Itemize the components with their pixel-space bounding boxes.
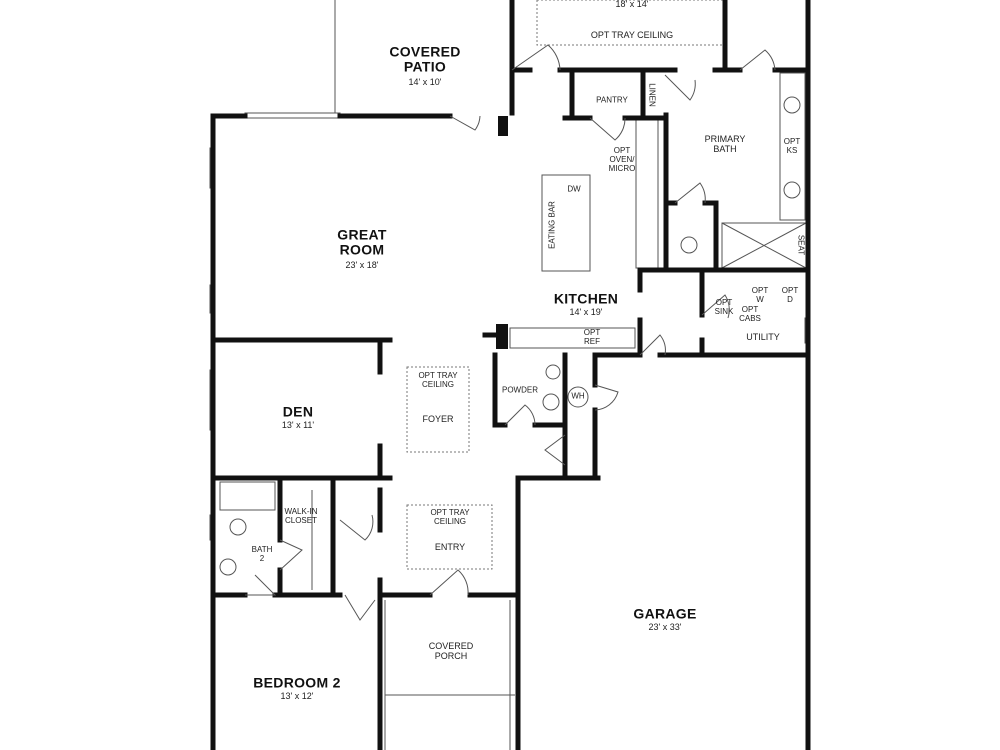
dashed-outlines — [406, 0, 728, 570]
primary-bath-label: PRIMARY BATH — [704, 134, 746, 154]
garage-label: GARAGE — [633, 605, 697, 622]
entry-tray-ceiling: OPT TRAY CEILING — [430, 508, 470, 526]
opt-dryer-label: OPT D — [781, 286, 799, 304]
foyer-label: FOYER — [422, 414, 454, 425]
opt-oven-micro-label: OPT OVEN/ MICRO — [608, 145, 636, 173]
opt-cabs-label: OPT CABS — [739, 305, 761, 323]
doors — [245, 44, 776, 621]
eating-bar-label: EATING BAR — [547, 201, 557, 249]
bath-2-label: BATH 2 — [251, 545, 273, 563]
kitchen-label: KITCHEN — [553, 290, 619, 307]
covered-patio-label: COVERED PATIO — [389, 43, 461, 75]
primary-bedroom-size: 18' x 14' — [615, 0, 649, 10]
primary-bedroom-tray-ceiling: OPT TRAY CEILING — [590, 30, 674, 41]
kitchen-size: 14' x 19' — [569, 307, 603, 318]
opt-ref-label: OPT REF — [583, 328, 601, 346]
opt-sink-label: OPT SINK — [714, 298, 734, 316]
dishwasher-label: DW — [567, 184, 581, 194]
water-heater-label: WH — [571, 391, 585, 401]
great-room-size: 23' x 18' — [345, 260, 379, 271]
utility-label: UTILITY — [746, 332, 780, 343]
great-room-label: GREAT ROOM — [337, 226, 387, 258]
opt-ks-label: OPT KS — [783, 137, 801, 155]
walls — [210, 0, 811, 750]
pantry-label: PANTRY — [596, 95, 628, 105]
bedroom-2-label: BEDROOM 2 — [253, 674, 341, 691]
garage-size: 23' x 33' — [648, 622, 682, 633]
powder-label: POWDER — [502, 385, 538, 395]
covered-patio-size: 14' x 10' — [408, 77, 442, 88]
thin-lines — [209, 0, 811, 750]
den-label: DEN — [282, 403, 314, 420]
entry-label: ENTRY — [434, 542, 466, 553]
walk-in-closet-label: WALK-IN CLOSET — [284, 507, 318, 525]
foyer-tray-ceiling: OPT TRAY CEILING — [418, 371, 458, 389]
den-size: 13' x 11' — [281, 420, 315, 431]
opt-washer-label: OPT W — [751, 286, 769, 304]
covered-porch-label: COVERED PORCH — [428, 641, 474, 661]
seat-label: SEAT — [796, 234, 806, 256]
linen-label: LINEN — [647, 83, 657, 107]
bedroom-2-size: 13' x 12' — [280, 691, 314, 702]
